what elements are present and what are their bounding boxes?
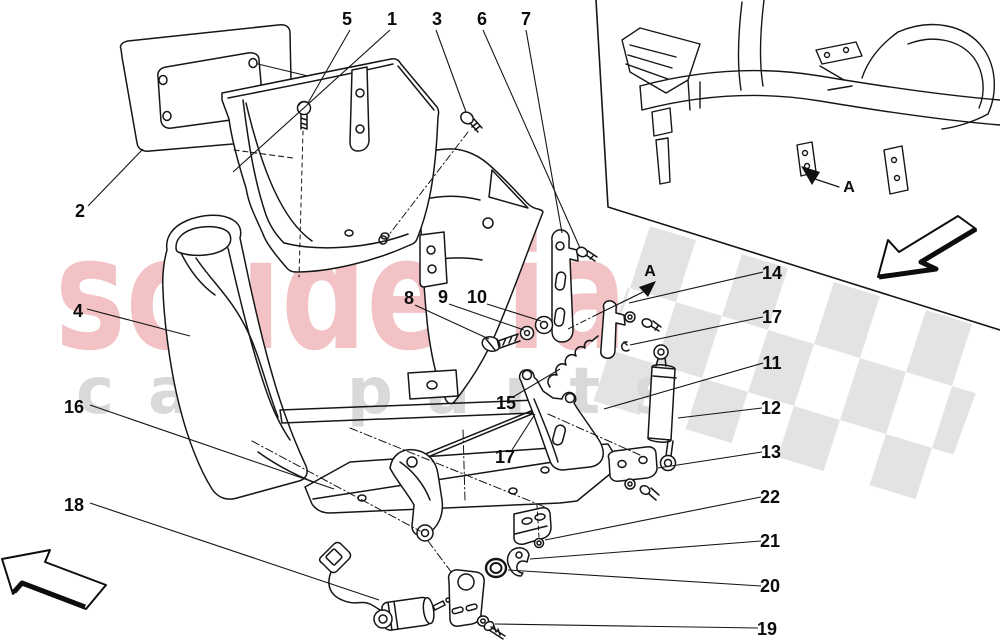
- callout-8: 8: [404, 288, 414, 308]
- callout-9: 9: [438, 287, 448, 307]
- callout-10: 10: [467, 287, 487, 307]
- part-hook-bracket-21: [506, 547, 530, 577]
- part-bracket-14: [600, 300, 662, 359]
- direction-arrow-left-icon: [1, 549, 107, 610]
- part-solenoid-18: [318, 541, 451, 631]
- part-screw-6: [575, 246, 598, 262]
- callout-12: 12: [761, 398, 781, 418]
- part-lower-bracket-13: [607, 446, 660, 501]
- part-clip-17: [621, 341, 630, 352]
- part-ring-washer-20: [484, 557, 508, 579]
- callout-3: 3: [432, 9, 442, 29]
- checkered-flag-watermark: [587, 226, 998, 505]
- inset-view-arrow: [801, 166, 840, 188]
- callout-5: 5: [342, 9, 352, 29]
- callout-17-right: 17: [762, 307, 782, 327]
- inset-border: [595, 0, 1000, 331]
- callout-6: 6: [477, 9, 487, 29]
- leader-lines: [86, 29, 764, 629]
- part-gas-strut-12: [647, 344, 677, 472]
- callout-4: 4: [73, 301, 83, 321]
- callout-17-mid: 17: [495, 447, 515, 467]
- callout-22: 22: [760, 487, 780, 507]
- main-view-arrow: [565, 281, 656, 331]
- part-slotted-bracket-7: [551, 229, 579, 343]
- main-view-marker: A: [644, 263, 656, 280]
- alignment-lines: [251, 413, 641, 574]
- callout-18: 18: [64, 495, 84, 515]
- callout-2: 2: [75, 201, 85, 221]
- part-mounting-plate: [304, 443, 622, 542]
- callout-labels: 5 1 3 6 7 2 4 16 18 8 9 10 15 17 14 17 1…: [64, 9, 782, 639]
- callout-16: 16: [64, 397, 84, 417]
- callout-13: 13: [761, 442, 781, 462]
- part-trim-duct: [162, 214, 308, 500]
- callout-14: 14: [762, 263, 782, 283]
- inset-detail-view: [595, 0, 1000, 331]
- part-support-bracket-11: [518, 369, 604, 471]
- part-spring-15: [547, 335, 599, 388]
- callout-21: 21: [760, 531, 780, 551]
- callout-11: 11: [762, 353, 781, 373]
- part-bolt-8-washers: [481, 315, 554, 353]
- callout-7: 7: [521, 9, 531, 29]
- part-screw-3: [378, 111, 483, 245]
- direction-arrow-right-icon: [877, 215, 978, 280]
- part-mount-plate-19: [447, 569, 506, 640]
- callout-15: 15: [496, 393, 516, 413]
- callout-1: 1: [387, 9, 397, 29]
- callout-20: 20: [760, 576, 780, 596]
- callout-19: 19: [757, 619, 777, 639]
- part-storage-box: [221, 58, 440, 273]
- chassis-frame-drawing: [621, 0, 1000, 195]
- part-bracket-22-cluster: [484, 504, 552, 579]
- inset-view-marker: A: [843, 179, 855, 196]
